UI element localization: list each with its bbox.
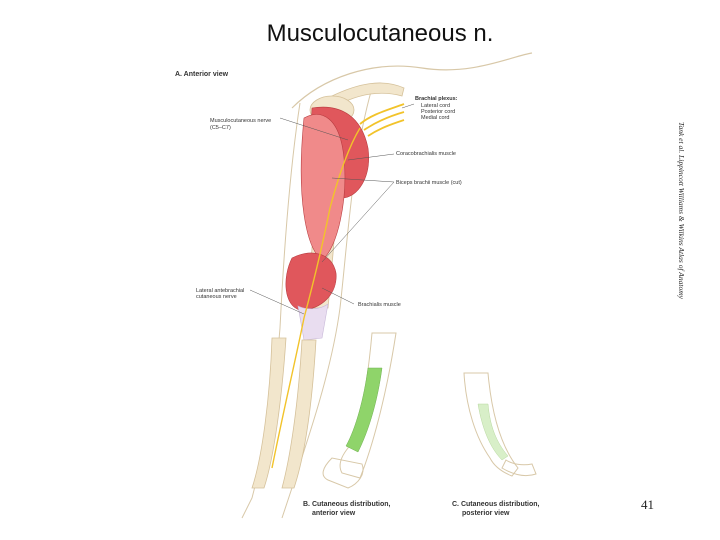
- panel-b-title-line2: anterior view: [312, 510, 356, 517]
- panel-c-forearm-outline: [463, 372, 519, 477]
- biceps-muscle-shape: [300, 114, 346, 261]
- leader-biceps-2: [321, 181, 395, 263]
- panel-c-title-line1: C. Cutaneous distribution,: [452, 501, 540, 508]
- label-musculocutaneous-nerve: Musculocutaneous nerve: [210, 118, 272, 124]
- label-lateral-antebrachial-1: Lateral antebrachial: [196, 288, 245, 294]
- panel-c-cutaneous-zone: [477, 403, 509, 461]
- panel-a-title: A. Anterior view: [175, 71, 229, 78]
- image-credit: Tank et al. Lippincott Williams & Wilkin…: [677, 122, 686, 299]
- label-biceps: Biceps brachii muscle (cut): [396, 180, 462, 186]
- panel-b-title-line1: B. Cutaneous distribution,: [303, 501, 391, 508]
- leader-lateral-antebrachial: [249, 289, 305, 315]
- panel-b-hand: [322, 457, 364, 489]
- leader-brachialis: [321, 287, 355, 305]
- leader-musculocutaneous: [279, 117, 349, 141]
- label-medial-cord: Medial cord: [421, 115, 450, 121]
- panel-c-title-line2: posterior view: [462, 510, 510, 517]
- label-lateral-cord: Lateral cord: [421, 103, 451, 109]
- label-brachial-plexus: Brachial plexus:: [415, 96, 458, 102]
- musculocutaneous-nerve-path: [271, 127, 361, 469]
- brachialis-muscle-shape: [285, 252, 337, 311]
- page-number: 41: [641, 497, 654, 512]
- label-musculocutaneous-roots: (C5–C7): [210, 125, 231, 131]
- leader-brachial-plexus: [401, 103, 415, 109]
- arm-illustration: [241, 52, 537, 519]
- label-lateral-antebrachial-2: cutaneous nerve: [196, 294, 237, 300]
- leader-coracobrachialis: [347, 153, 395, 161]
- ulna-bone: [251, 337, 287, 489]
- panel-c-hand: [501, 459, 537, 477]
- label-posterior-cord: Posterior cord: [421, 109, 456, 115]
- label-brachialis: Brachialis muscle: [358, 302, 401, 308]
- panel-b-cutaneous-zone: [345, 367, 383, 453]
- slide-title: Musculocutaneous n.: [266, 20, 494, 47]
- body-outline: [291, 52, 533, 109]
- label-coracobrachialis: Coracobrachialis muscle: [396, 151, 456, 157]
- brachial-plexus-nerves: [359, 103, 405, 137]
- radius-bone: [281, 339, 317, 489]
- leader-biceps: [331, 177, 395, 183]
- anatomy-figure: A. Anterior view Brachial plexus: Latera…: [172, 48, 560, 526]
- clavicle-bone: [331, 82, 405, 107]
